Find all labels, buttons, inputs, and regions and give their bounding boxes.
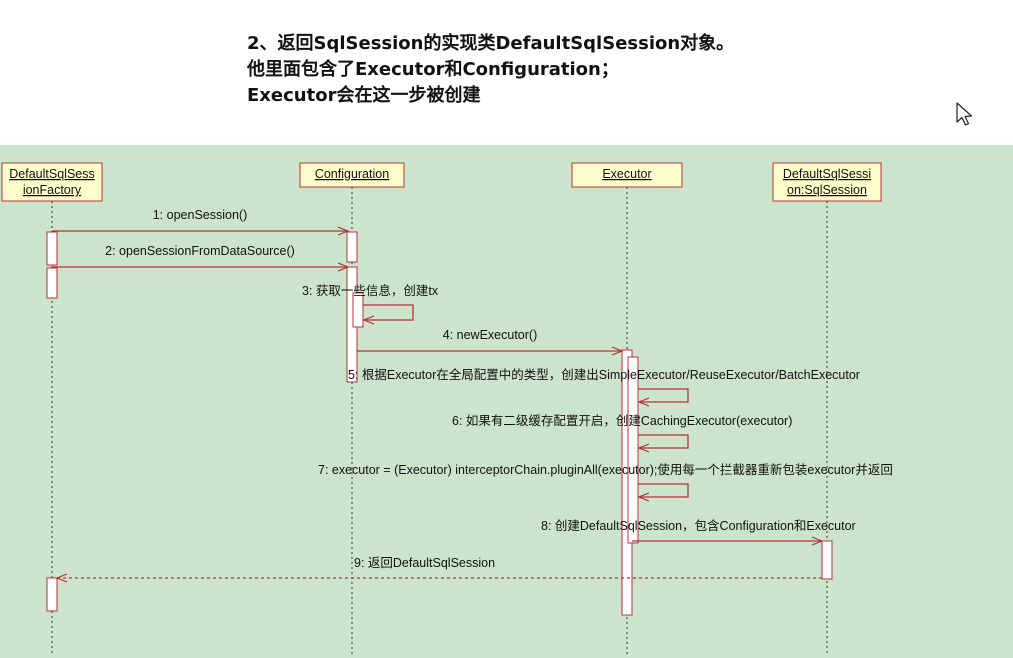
message-label-3: 3: 获取一些信息，创建tx [302, 283, 439, 298]
participant-label-factory-1: DefaultSqlSess [9, 167, 94, 181]
activation-bar-configuration-5 [352, 292, 364, 328]
message-label-8: 8: 创建DefaultSqlSession，包含Configuration和E… [541, 518, 856, 533]
message-arrow-3 [363, 304, 414, 320]
message-arrow-5 [638, 388, 689, 402]
activation-bar-configuration-3 [346, 231, 358, 263]
message-label-4: 4: newExecutor() [443, 328, 537, 342]
participant-box-session [772, 162, 882, 202]
activation-bar-session-8 [821, 540, 833, 580]
title-line-1: 2、返回SqlSession的实现类DefaultSqlSession对象。 [247, 33, 735, 54]
participant-label-session-2: on:SqlSession [787, 183, 867, 197]
participant-label-factory-2: ionFactory [23, 183, 82, 197]
participant-label-session-1: DefaultSqlSessi [783, 167, 871, 181]
message-arrow-7 [638, 483, 689, 497]
activation-bar-factory-1 [46, 267, 58, 299]
message-arrow-6 [638, 434, 689, 448]
participant-box-factory [1, 162, 103, 202]
participant-heads: DefaultSqlSess ionFactory Configuration Exe… [1, 162, 882, 202]
message-label-7: 7: executor = (Executor) interceptorChai… [318, 462, 893, 477]
title-line-3: Executor会在这一步被创建 [247, 85, 481, 106]
activation-bar-factory-2 [46, 577, 58, 612]
participant-box-configuration [299, 162, 405, 188]
activation-bar-factory-0 [46, 231, 58, 266]
message-labels: 1: openSession() 2: openSessionFromDataSo… [105, 208, 893, 570]
title-line-2: 他里面包含了Executor和Configuration； [247, 59, 619, 80]
slide-title: 2、返回SqlSession的实现类DefaultSqlSession对象。 他… [247, 31, 847, 109]
participant-label-executor-1: Executor [602, 167, 651, 181]
participant-box-executor [571, 162, 683, 188]
message-label-5: 5: 根据Executor在全局配置中的类型，创建出SimpleExecutor… [348, 367, 860, 382]
mouse-pointer-icon [956, 102, 973, 126]
sequence-diagram-canvas: 1: openSession() 2: openSessionFromDataSo… [0, 145, 1013, 658]
message-label-1: 1: openSession() [153, 208, 248, 222]
activation-bar-executor-7 [627, 356, 639, 544]
sequence-diagram: 1: openSession() 2: openSessionFromDataSo… [0, 145, 1013, 658]
participant-label-configuration-1: Configuration [315, 167, 389, 181]
message-arrows [52, 231, 822, 578]
message-label-6: 6: 如果有二级缓存配置开启，创建CachingExecutor(executo… [452, 413, 792, 428]
message-label-9: 9: 返回DefaultSqlSession [354, 556, 495, 570]
message-label-2: 2: openSessionFromDataSource() [105, 244, 295, 258]
